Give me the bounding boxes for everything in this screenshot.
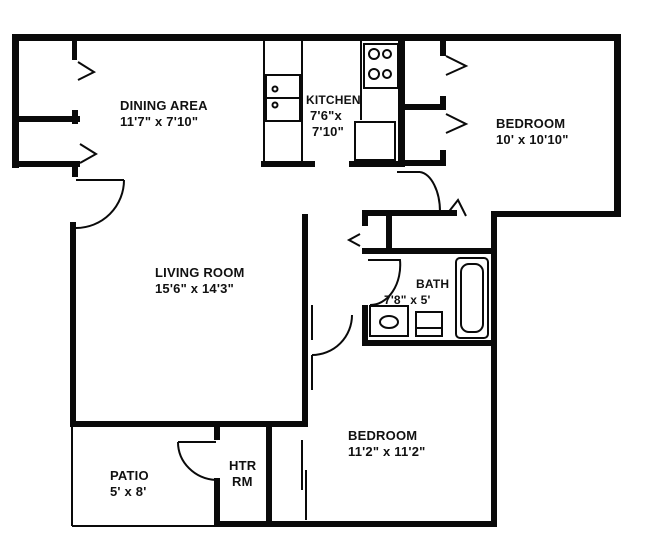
room-dimensions: 7'8" x 5' xyxy=(384,293,431,307)
room-label-bath: BATH 7'8" x 5' xyxy=(384,276,450,308)
room-label-bedroom-2: BEDROOM 11'2" x 11'2" xyxy=(348,428,426,460)
room-name: LIVING ROOM xyxy=(155,265,245,280)
bathroom-sink xyxy=(369,305,409,337)
room-dimensions: 11'2" x 11'2" xyxy=(348,444,426,459)
room-dimensions: 5' x 8' xyxy=(110,484,147,499)
dining-closets xyxy=(12,40,125,229)
room-label-bedroom-1: BEDROOM 10' x 10'10" xyxy=(496,116,569,148)
room-label-kitchen: KITCHEN 7'6"x 7'10" xyxy=(306,92,361,140)
room-name: RM xyxy=(232,474,253,489)
patio-and-heater xyxy=(71,427,307,527)
room-label-dining: DINING AREA 11'7" x 7'10" xyxy=(120,98,208,130)
room-name: HTR xyxy=(229,458,257,473)
room-name: PATIO xyxy=(110,468,149,483)
room-name: KITCHEN xyxy=(306,93,361,107)
hall-and-bath xyxy=(302,171,497,427)
room-dimensions: 10' x 10'10" xyxy=(496,132,569,147)
room-label-heater: HTR RM xyxy=(229,458,256,490)
room-label-living: LIVING ROOM 15'6" x 14'3" xyxy=(155,265,245,297)
room-name: BEDROOM xyxy=(348,428,418,443)
refrigerator xyxy=(354,121,396,161)
kitchen-area xyxy=(261,40,405,167)
room-dimensions: 7'6"x xyxy=(310,108,342,123)
room-name: DINING AREA xyxy=(120,98,208,113)
room-label-patio: PATIO 5' x 8' xyxy=(110,468,149,500)
room-name: BEDROOM xyxy=(496,116,566,131)
room-dimensions: 7'10" xyxy=(312,124,344,139)
room-name: BATH xyxy=(416,277,450,291)
room-dimensions: 11'7" x 7'10" xyxy=(120,114,199,129)
room-dimensions: 15'6" x 14'3" xyxy=(155,281,234,296)
toilet xyxy=(415,311,443,329)
exterior-walls xyxy=(12,34,621,527)
bedroom1-closets xyxy=(398,40,469,166)
